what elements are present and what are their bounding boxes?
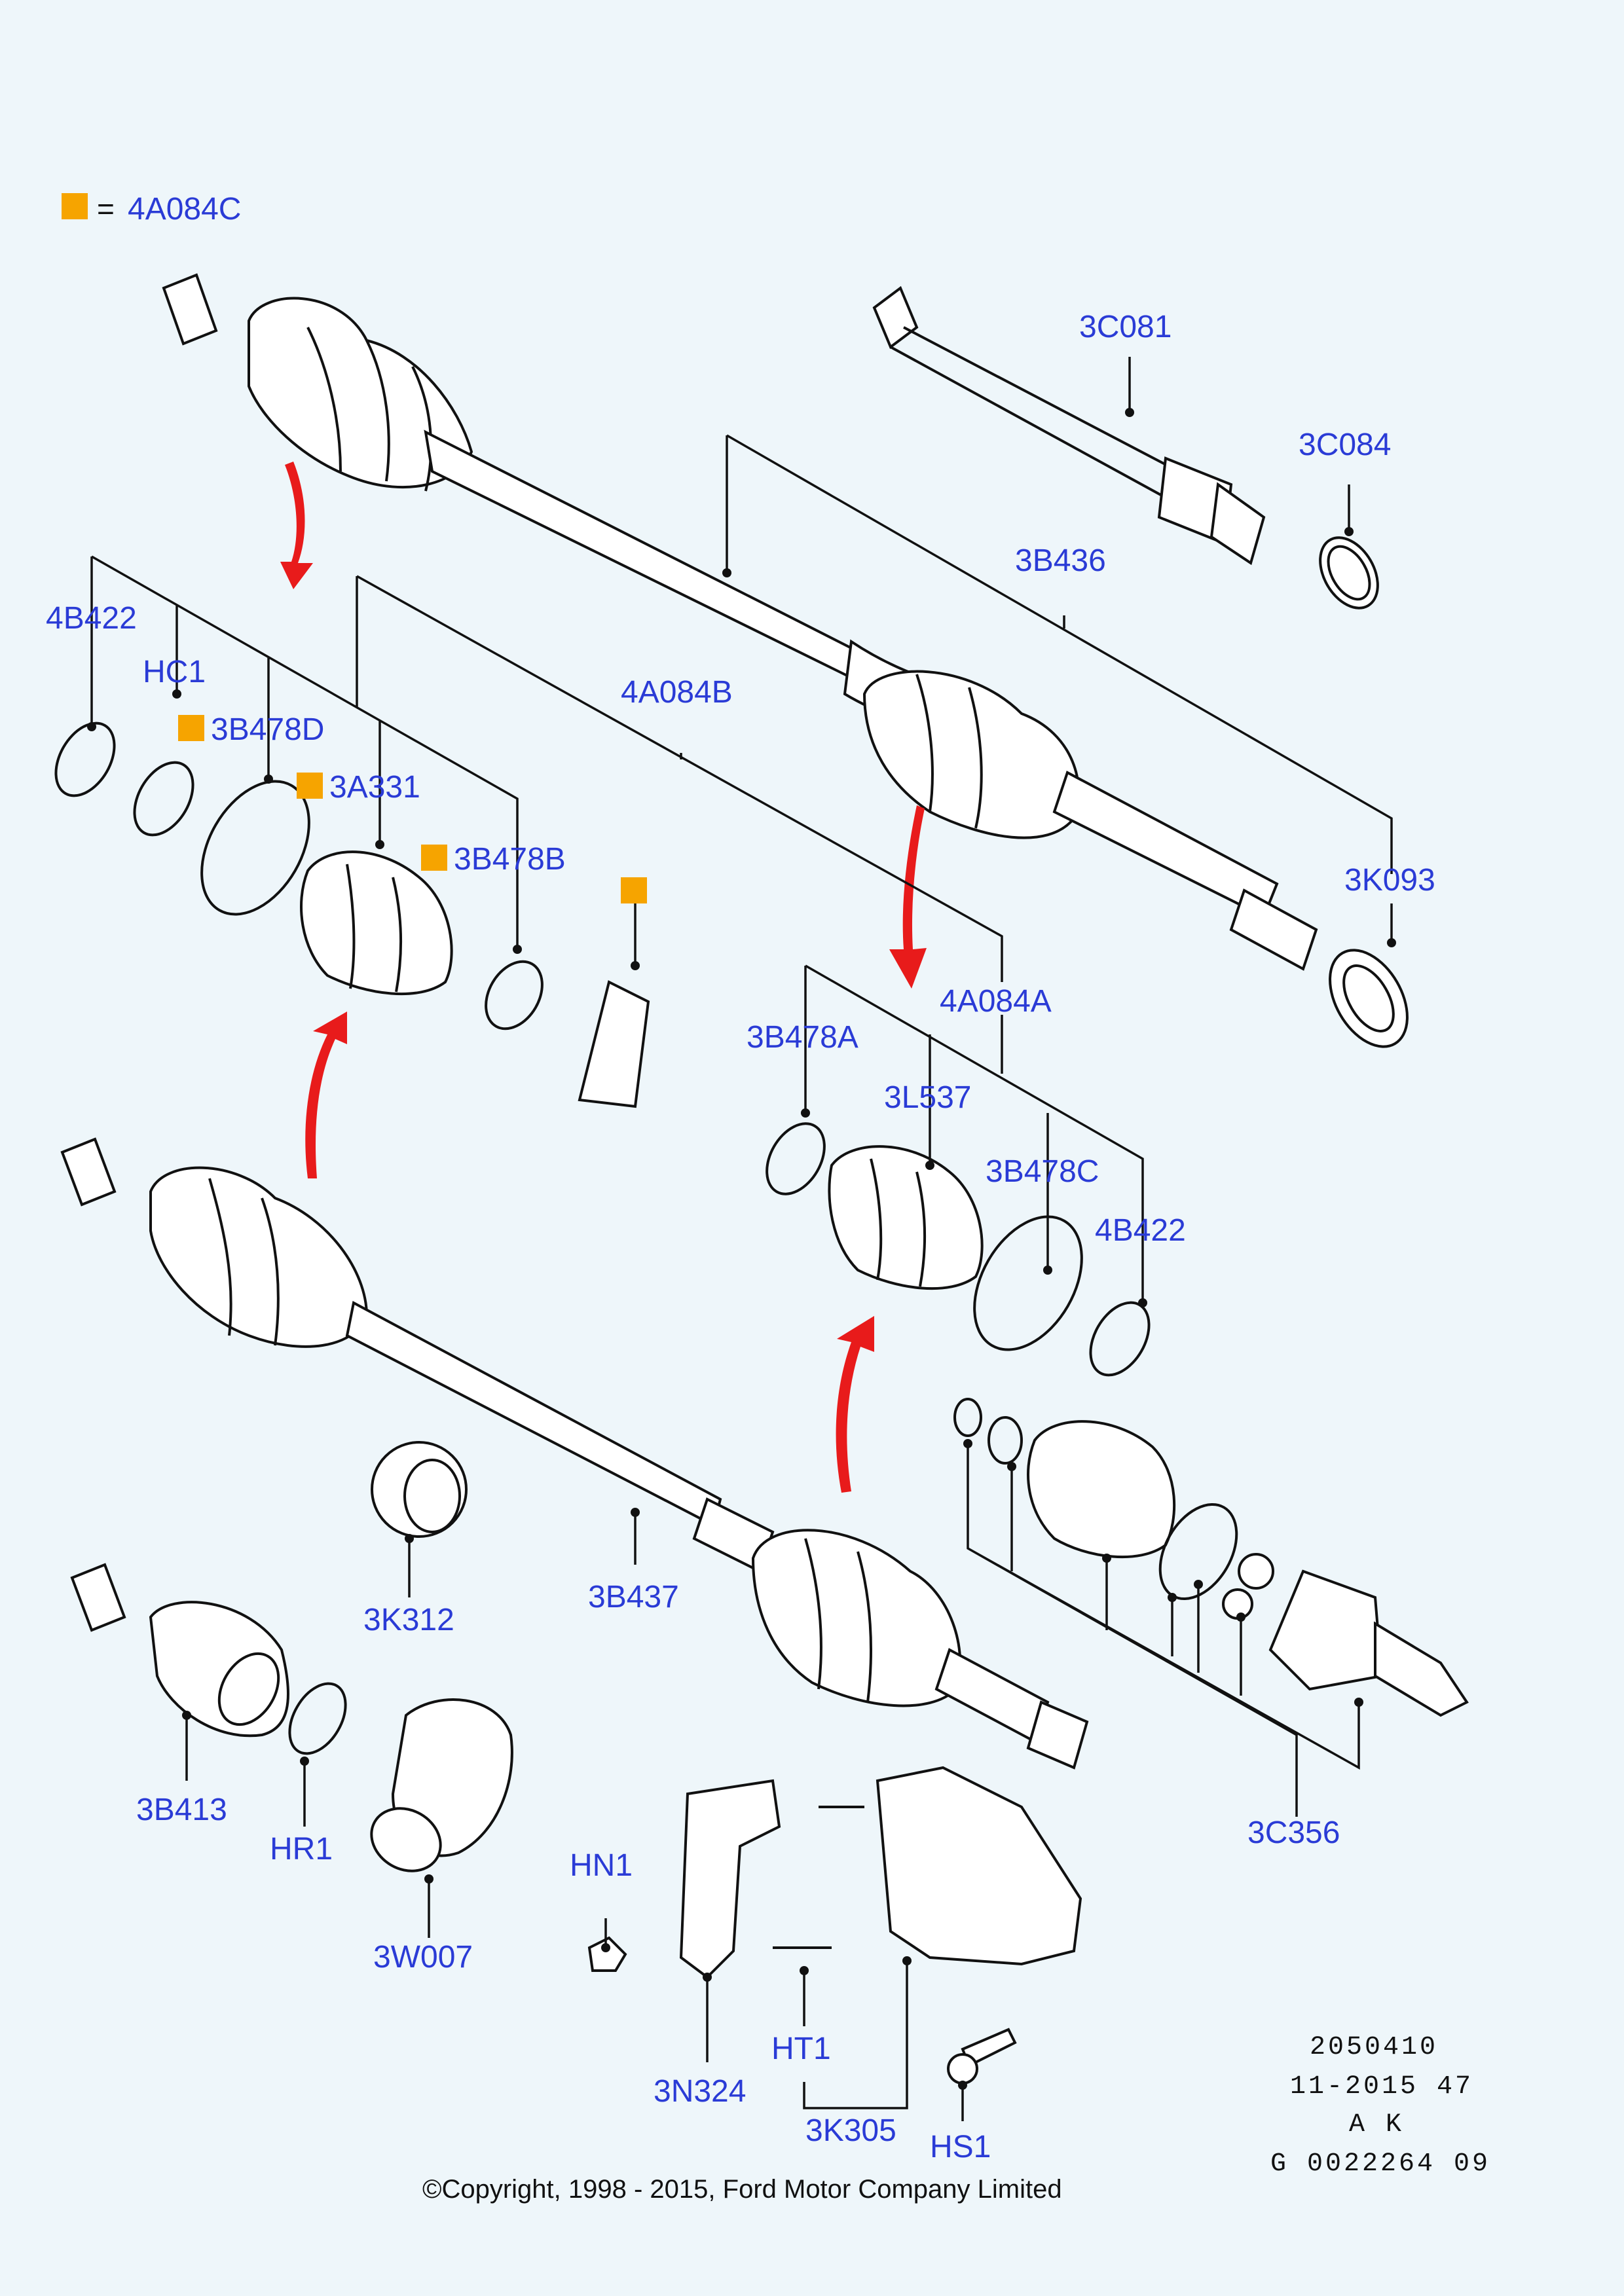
marker-3B478B [421,845,447,871]
legend-marker [62,193,88,219]
stamp-line-3: A K [1349,2110,1404,2140]
bearing-bracket [587,1766,1082,2085]
label-3B436: 3B436 [1015,543,1106,578]
arrow-right-up [836,1316,874,1493]
driveshaft-3B437 [60,1137,1089,1770]
leader-lines [87,357,1396,2121]
label-3C081: 3C081 [1079,310,1172,344]
label-4A084A: 4A084A [940,984,1052,1019]
stamp-line-4: G 0022264 09 [1270,2149,1490,2179]
label-3W007: 3W007 [373,1940,473,1975]
label-4B422-left: 4B422 [46,601,137,636]
illustration-stamp: 2050410 11-2015 47 A K G 0022264 09 [1270,2033,1490,2179]
intermediate-shaft [872,285,1379,610]
legend-code: 4A084C [128,192,241,227]
joint-3B413 [70,1563,513,1872]
kit-markers [178,715,647,903]
legend-equals: = [97,192,115,226]
label-3C356: 3C356 [1247,1815,1340,1850]
copyright: ©Copyright, 1998 - 2015, Ford Motor Comp… [422,2175,1062,2204]
label-3L537: 3L537 [884,1080,971,1115]
label-3B413: 3B413 [136,1793,227,1827]
label-3K305: 3K305 [805,2113,896,2148]
label-3A331: 3A331 [329,770,420,805]
part-labels: 3C081 3C084 3B436 4B422 HC1 3B478D 3A331… [46,310,1435,2164]
assembly-arrows [280,462,927,1493]
arrow-left-up [305,1011,347,1178]
label-HT1: HT1 [771,2032,831,2066]
label-HC1: HC1 [143,655,206,689]
label-HR1: HR1 [270,1832,333,1867]
marker-3B478D [178,715,204,741]
marker-3A331 [297,773,323,799]
marker-grease [621,877,647,903]
label-4B422-right: 4B422 [1095,1213,1186,1248]
label-3B478D: 3B478D [211,712,324,747]
boot-kit-4A084B [54,721,650,1108]
label-3N324: 3N324 [654,2074,746,2109]
arrow-right-down [889,805,927,989]
arrow-top-left [280,462,313,589]
stamp-line-2: 11-2015 47 [1290,2072,1473,2102]
boot-kit-4A084A [766,1122,1151,1377]
legend: = 4A084C [62,192,241,227]
stamp-line-1: 2050410 [1310,2033,1438,2062]
label-3B478B: 3B478B [454,842,566,877]
label-HS1: HS1 [930,2130,991,2164]
label-3C084: 3C084 [1299,428,1391,462]
label-4A084B: 4A084B [621,675,733,710]
label-HN1: HN1 [570,1848,633,1883]
label-3B478A: 3B478A [747,1020,858,1055]
label-3K093: 3K093 [1344,863,1435,898]
label-3K312: 3K312 [363,1603,454,1637]
joint-kit-3C356 [953,1398,1469,1717]
label-3B437: 3B437 [588,1580,679,1614]
label-3B478C: 3B478C [986,1154,1099,1189]
driveshaft-3B436 [162,273,1409,1048]
